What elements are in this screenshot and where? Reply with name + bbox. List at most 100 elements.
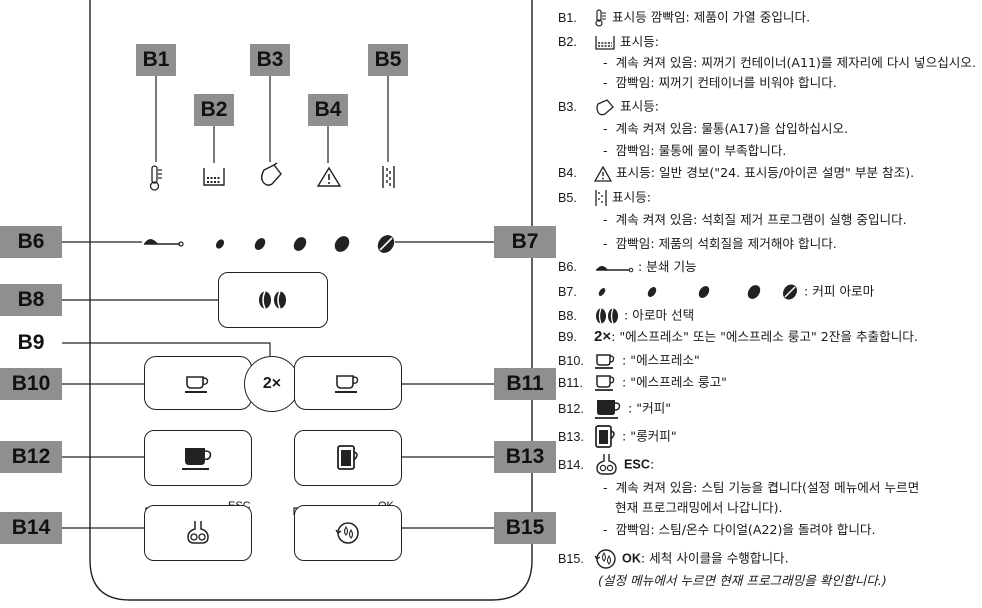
legend-b11: B11. : "에스프레소 룽고" [558,374,727,392]
label-b14: B14 [0,512,62,544]
warning-icon [316,166,342,187]
water-tank-icon [596,99,614,116]
label-b2: B2 [194,94,234,126]
legend-code: B7. [558,284,577,299]
water-tank-icon [261,162,282,186]
double-cup-button[interactable]: 2× [244,356,300,412]
legend-text: 표시등 깜빡임: 제품이 가열 중입니다. [612,9,811,25]
coffee-button[interactable] [144,430,252,486]
legend-code: B5. [558,190,577,205]
legend-code: B3. [558,99,577,114]
legend-text: : "커피" [628,400,672,416]
espresso-cup-icon [595,354,615,369]
legend-code: B12. [558,401,584,416]
esc-label: ESC [624,457,650,472]
coffee-bean-icon [254,238,266,250]
label-b15: B15 [494,512,556,544]
legend-text: 표시등: [620,34,660,49]
legend-b9: B9. 2×: "에스프레소" 또는 "에스프레소 룽고" 2잔을 추출합니다. [558,329,918,345]
label-b3: B3 [250,44,290,76]
grounds-container-icon [595,35,615,50]
panel-outline [62,0,533,601]
legend-b14: B14. ESC: [558,453,654,477]
legend-text: 표시등: [620,98,660,114]
label-b1: B1 [136,44,176,76]
rinse-icon [594,549,616,569]
warning-icon [594,165,613,182]
legend-b6: B6. : 분쇄 기능 [558,259,697,275]
espresso-lungo-cup-icon [595,375,615,391]
legend-text: : "에스프레소" 또는 "에스프레소 룽고" 2잔을 추출합니다. [611,329,918,344]
legend-b2: B2. 표시등: [558,34,659,51]
legend-text: : 커피 아로마 [804,283,875,299]
coffee-aroma-beans [598,284,798,300]
label-b9: B9 [17,331,45,354]
double-bean-icon [596,308,619,324]
label-b6: B6 [0,226,62,258]
legend-b5: B5. 표시등: [558,189,651,207]
espresso-lungo-button[interactable] [294,356,402,410]
legend-code: B8. [558,308,577,323]
grind-spoon-icon [596,265,634,272]
descale-icon [382,166,395,188]
label-b4: B4 [308,94,348,126]
label-b5: B5 [368,44,408,76]
legend-text: 표시등: [612,189,652,205]
legend-text: : "에스프레소" [622,352,700,368]
legend-b1: B1. 표시등 깜빡임: 제품이 가열 중입니다. [558,9,810,27]
coffee-bean-icon [377,235,395,253]
steam-icon [187,521,209,544]
coffee-aroma-beans [215,235,395,253]
steam-icon [596,454,617,475]
grind-spoon-icon [144,239,184,247]
legend-b14-item-2: - 깜빡임: 스팀/온수 다이얼(A22)을 돌려야 합니다. [603,522,876,537]
coffee-bean-icon [293,237,307,251]
legend-text: : "에스프레소 룽고" [622,374,727,390]
legend-b12: B12. : "커피" [558,398,671,420]
steam-esc-button[interactable] [144,505,252,561]
legend-b2-item-1: - 계속 켜져 있음: 찌꺼기 컨테이너(A11)를 제자리에 다시 넣으십시오… [603,55,976,70]
rinse-ok-button[interactable] [294,505,402,561]
long-coffee-icon [337,445,358,470]
label-b12: B12 [0,441,62,473]
control-panel-diagram: B1 B2 B3 B4 B5 B6 B7 B8 B9 B10 B11 B12 B… [0,0,556,601]
legend-b8: B8. : 아로마 선택 [558,307,694,325]
legend-b14-item-1-cont: 현재 프로그래밍에서 나갑니다). [615,500,783,515]
legend-b7: B7. : 커피 아로마 [558,283,874,301]
legend-code: B4. [558,166,577,180]
legend-text: : 아로마 선택 [624,307,695,323]
coffee-cup-icon [182,448,212,470]
espresso-lungo-cup-icon [335,375,359,393]
legend-text: : 분쇄 기능 [638,259,697,274]
legend-code: B1. [558,10,577,25]
legend-code: B9. [558,330,577,344]
legend-text: 표시등: 일반 경보("24. 표시등/아이콘 설명" 부분 참조). [616,165,915,180]
legend-code: B2. [558,35,577,49]
legend-b5-item-1: - 계속 켜져 있음: 석회질 제거 프로그램이 실행 중입니다. [603,212,907,227]
descale-icon [595,190,607,206]
legend-b15: B15. OK: 세척 사이클을 수행합니다. [558,547,789,571]
legend-text: : "롱커피" [622,428,677,444]
ok-label: OK [622,551,641,566]
double-bean-icon [259,291,286,309]
long-coffee-button[interactable] [294,430,402,486]
thermometer-icon [149,165,162,191]
double-cup-icon: 2× [594,328,612,345]
label-b8: B8 [0,284,62,316]
legend-b3-item-2: - 깜빡임: 물통에 물이 부족합니다. [603,143,787,158]
legend-b4: B4. 표시등: 일반 경보("24. 표시등/아이콘 설명" 부분 참조). [558,165,914,182]
legend-code: B13. [558,429,584,444]
legend-b3: B3. 표시등: [558,98,659,116]
legend: B1. 표시등 깜빡임: 제품이 가열 중입니다. B2. 표시등: - 계속 … [558,0,982,608]
long-coffee-icon [595,425,615,448]
aroma-select-button[interactable] [218,272,328,328]
legend-b2-item-2: - 깜빡임: 찌꺼기 컨테이너를 비워야 합니다. [603,75,837,90]
legend-code: B10. [558,353,584,368]
label-b7: B7 [494,226,556,258]
legend-b10: B10. : "에스프레소" [558,352,700,370]
legend-code: B11. [558,375,583,390]
label-b13: B13 [494,441,556,473]
legend-b5-item-2: - 깜빡임: 제품의 석회질을 제거해야 합니다. [603,236,837,251]
espresso-button[interactable] [144,356,252,410]
coffee-cup-icon [595,400,621,419]
